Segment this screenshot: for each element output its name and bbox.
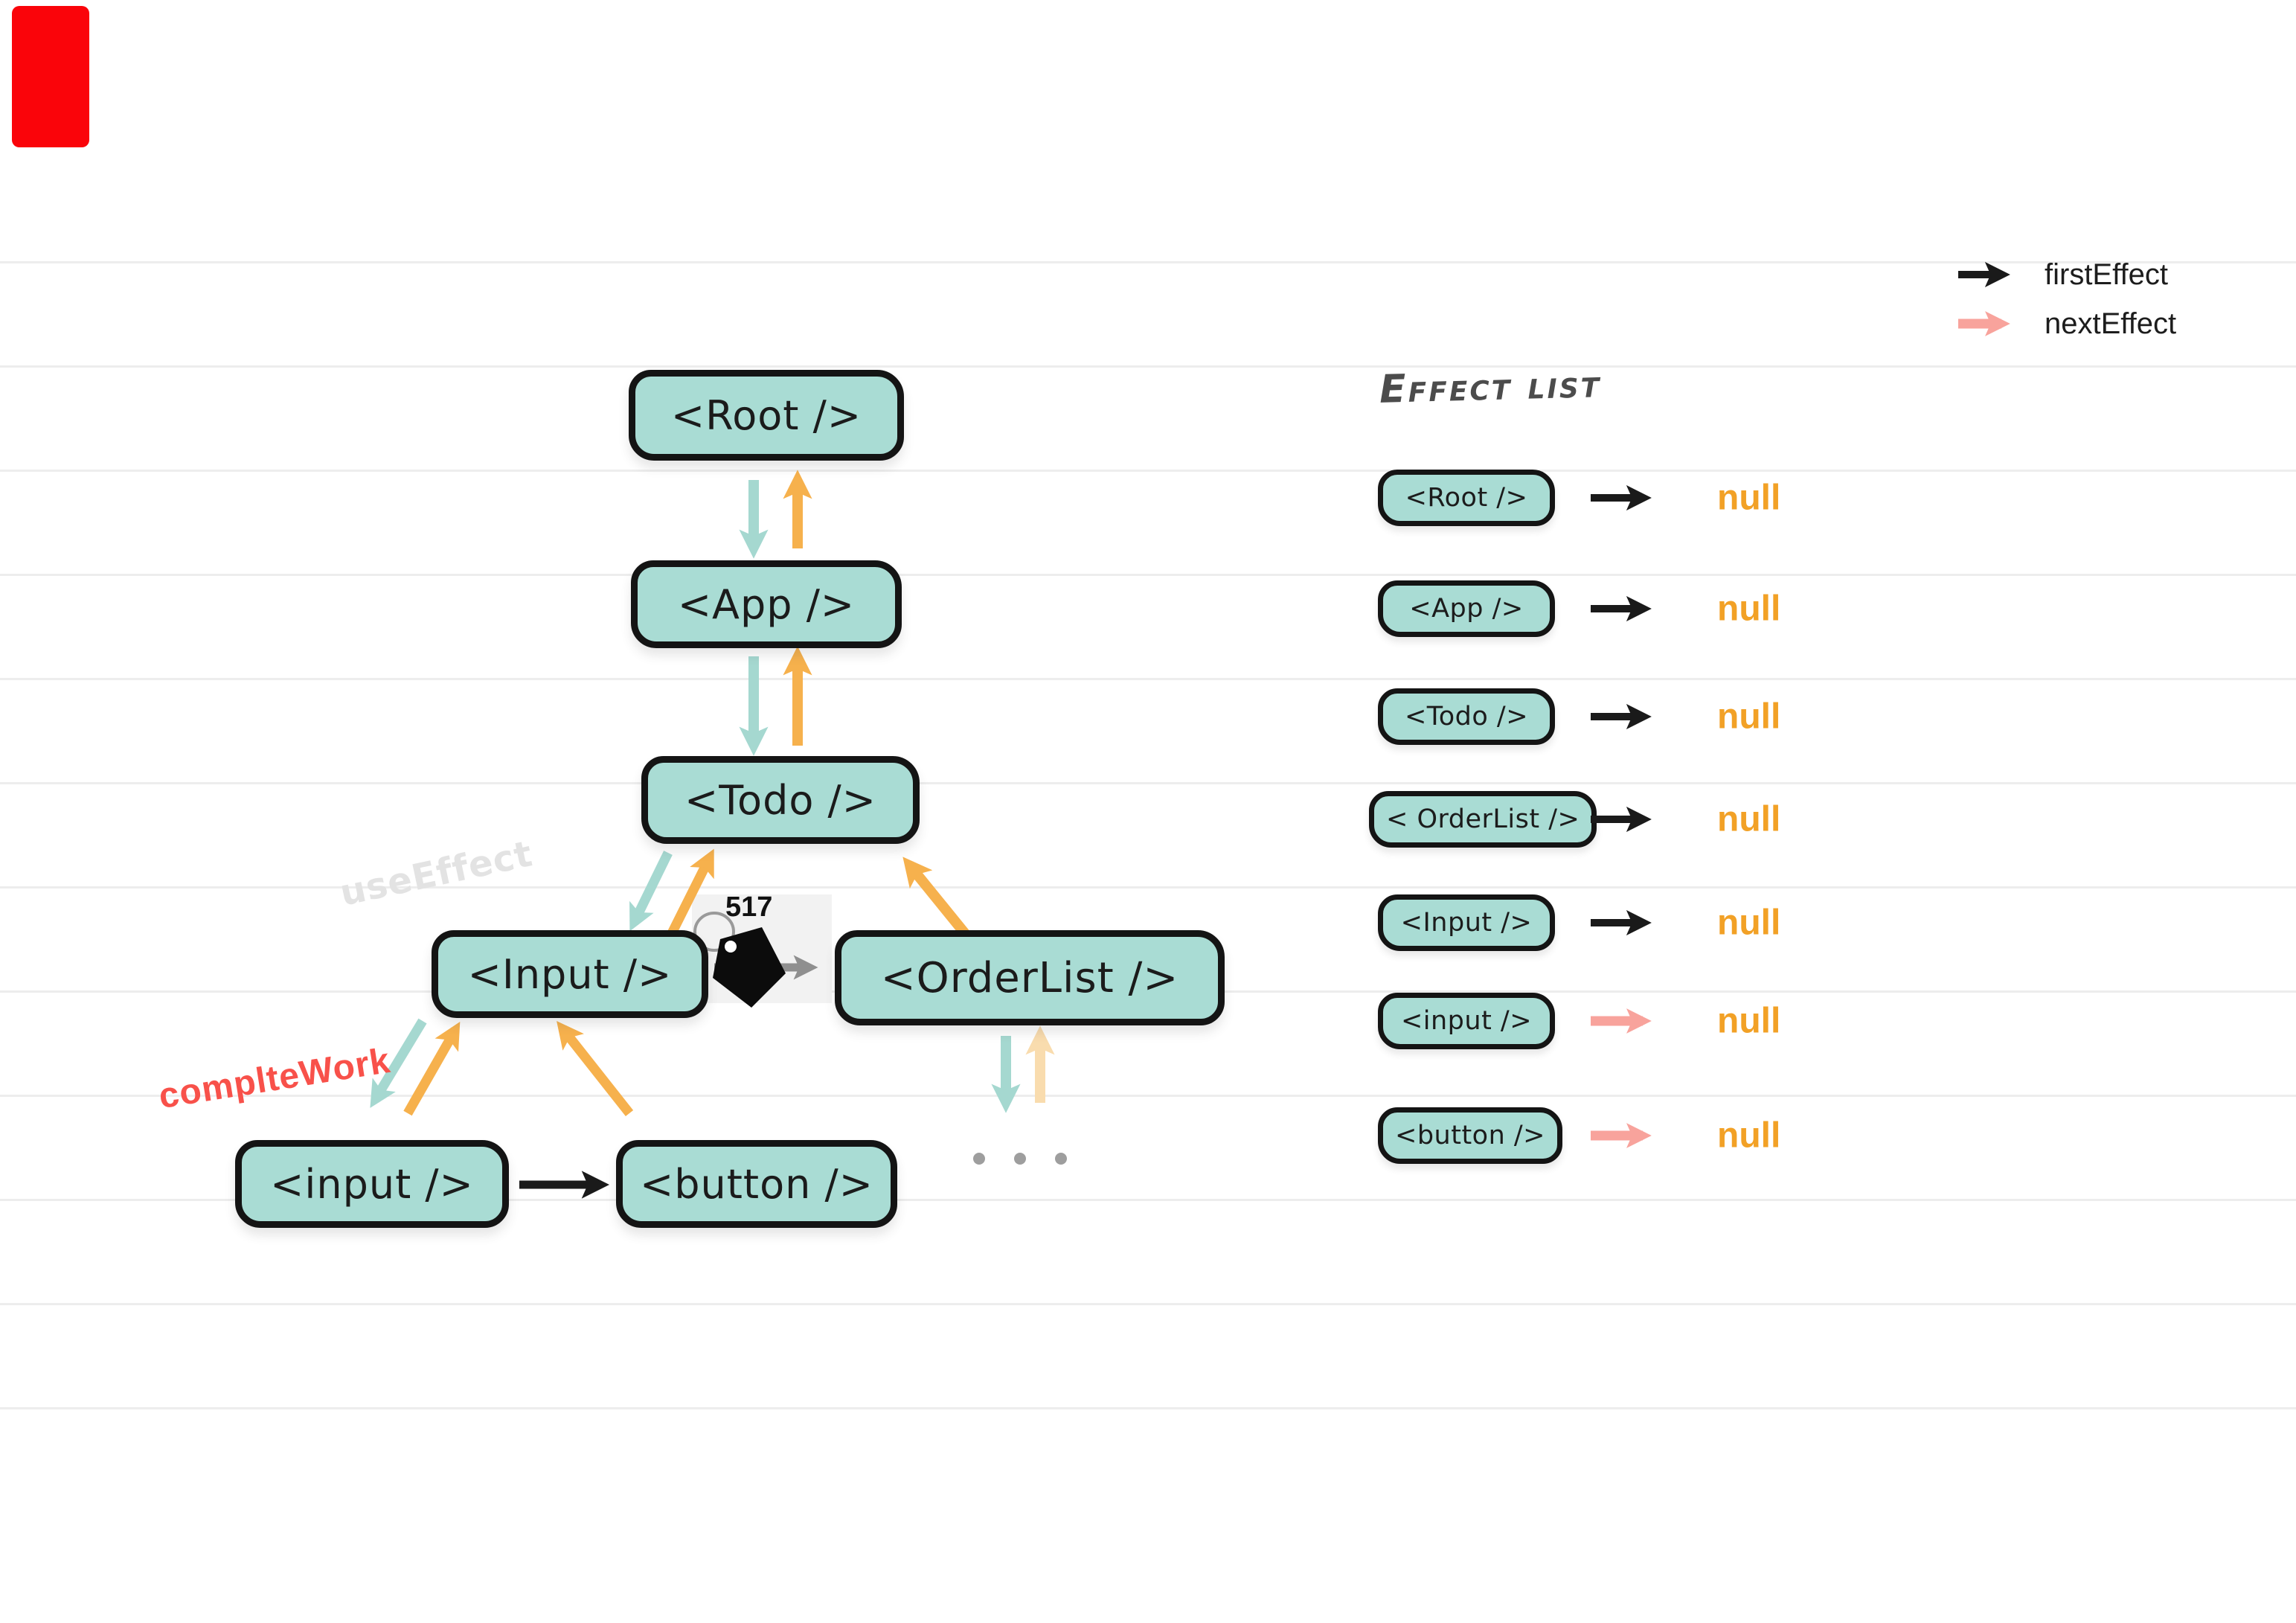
effect-node-pill: <Todo /> — [1378, 688, 1555, 745]
tree-node-input-el: <input /> — [235, 1140, 509, 1228]
effect-list-row: <App /> null — [1378, 577, 1839, 640]
legend-item-nextEffect: nextEffect — [1957, 299, 2176, 348]
effect-list-row: < OrderList /> null — [1369, 788, 1839, 851]
first-effect-arrow — [1958, 261, 2010, 288]
tree-node-todo: <Todo /> — [641, 756, 920, 844]
effect-list-row: <button /> null — [1378, 1104, 1839, 1167]
tree-node-root: <Root /> — [629, 370, 904, 461]
tree-node-button-el: <button /> — [616, 1140, 897, 1228]
fiber-expiration-tag-value: 517 — [725, 891, 773, 923]
next-effect-arrow — [1591, 1008, 1652, 1034]
next-effect-arrow — [1958, 311, 2010, 336]
tree-node-app: <App /> — [631, 560, 902, 648]
price-tag-icon — [713, 927, 786, 1008]
effect-node-pill: < OrderList /> — [1369, 791, 1597, 848]
complete-work-arrow — [403, 1021, 461, 1116]
effect-node-pill: <Root /> — [1378, 470, 1555, 526]
first-effect-arrow — [1591, 909, 1652, 936]
effect-node-pill: <App /> — [1378, 580, 1555, 637]
first-effect-arrow — [1591, 484, 1652, 511]
first-effect-arrow — [1591, 595, 1652, 622]
begin-work-arrow — [370, 1018, 427, 1108]
first-effect-arrow — [1591, 806, 1652, 833]
first-effect-arrow — [1591, 703, 1652, 730]
tree-node-orderlist: <OrderList /> — [835, 930, 1225, 1025]
effect-list-row: <Input /> null — [1378, 891, 1839, 954]
legend-label: firstEffect — [2045, 257, 2168, 291]
null-value: null — [1717, 478, 1781, 518]
complete-work-arrow — [662, 848, 714, 946]
legend: firstEffect nextEffect — [1957, 250, 2176, 348]
tag-rope-loop — [693, 912, 735, 952]
null-value: null — [1717, 697, 1781, 737]
effect-list-row: <input /> null — [1378, 990, 1839, 1052]
red-marker — [12, 6, 89, 147]
effect-node-pill: <Input /> — [1378, 894, 1555, 951]
complete-work-arrow — [557, 1021, 634, 1117]
effect-list-row: <Root /> null — [1378, 467, 1839, 529]
legend-label: nextEffect — [2045, 307, 2177, 340]
price-tag-hole — [725, 941, 737, 953]
effect-node-pill: <button /> — [1378, 1107, 1563, 1164]
null-value: null — [1717, 1001, 1781, 1041]
begin-work-arrow — [629, 851, 673, 932]
null-value: null — [1717, 903, 1781, 943]
legend-item-firstEffect: firstEffect — [1957, 250, 2176, 299]
tree-node-input-comp: <Input /> — [432, 930, 708, 1018]
effect-node-pill: <input /> — [1378, 993, 1555, 1049]
effect-list-row: <Todo /> null — [1378, 685, 1839, 748]
effect-list-title: Effect list — [1379, 362, 1602, 412]
ellipsis-dots — [973, 1153, 1067, 1165]
null-value: null — [1717, 799, 1781, 839]
null-value: null — [1717, 1115, 1781, 1156]
next-effect-arrow — [1591, 1123, 1652, 1148]
null-value: null — [1717, 589, 1781, 629]
